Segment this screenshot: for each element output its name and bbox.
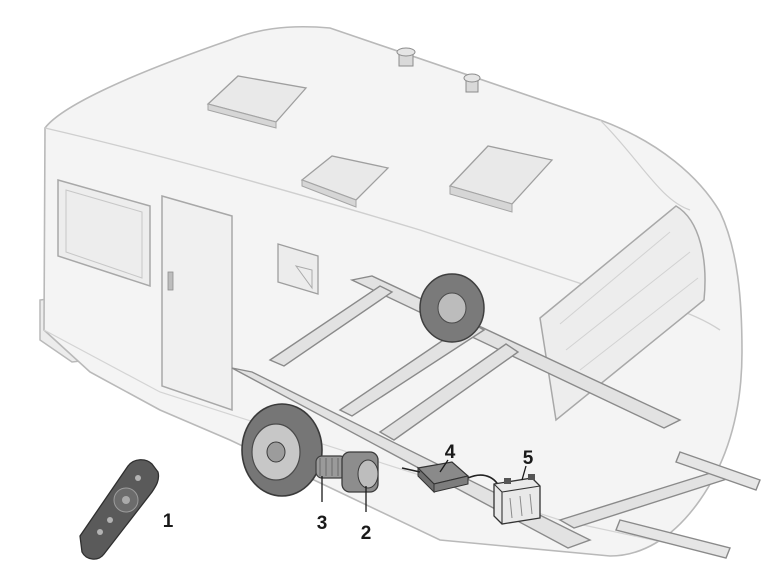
drive-motor xyxy=(341,451,379,493)
battery xyxy=(493,474,541,525)
roof-vent-2 xyxy=(463,73,481,93)
callouts: 1 2 3 4 5 xyxy=(163,442,534,544)
roof-light-left xyxy=(206,75,308,129)
leader-line-5 xyxy=(521,465,527,481)
callout-1: 1 xyxy=(163,511,174,532)
remote-control xyxy=(79,459,160,560)
leader-line-4 xyxy=(439,459,449,473)
entry-door xyxy=(161,195,233,412)
front-wheel xyxy=(241,403,323,497)
side-window xyxy=(57,179,151,288)
callout-2: 2 xyxy=(361,523,372,544)
control-unit xyxy=(416,461,470,494)
roof-light-middle xyxy=(300,155,390,208)
rear-wheel xyxy=(419,273,485,343)
callout-5: 5 xyxy=(523,448,534,469)
roof-light-front xyxy=(448,145,554,213)
small-window xyxy=(277,243,319,295)
callout-4: 4 xyxy=(445,442,456,463)
drawbar xyxy=(615,451,761,559)
callout-3: 3 xyxy=(317,513,328,534)
front-window xyxy=(539,205,706,422)
leader-lines xyxy=(321,459,527,512)
roof-vent-1 xyxy=(396,47,416,67)
